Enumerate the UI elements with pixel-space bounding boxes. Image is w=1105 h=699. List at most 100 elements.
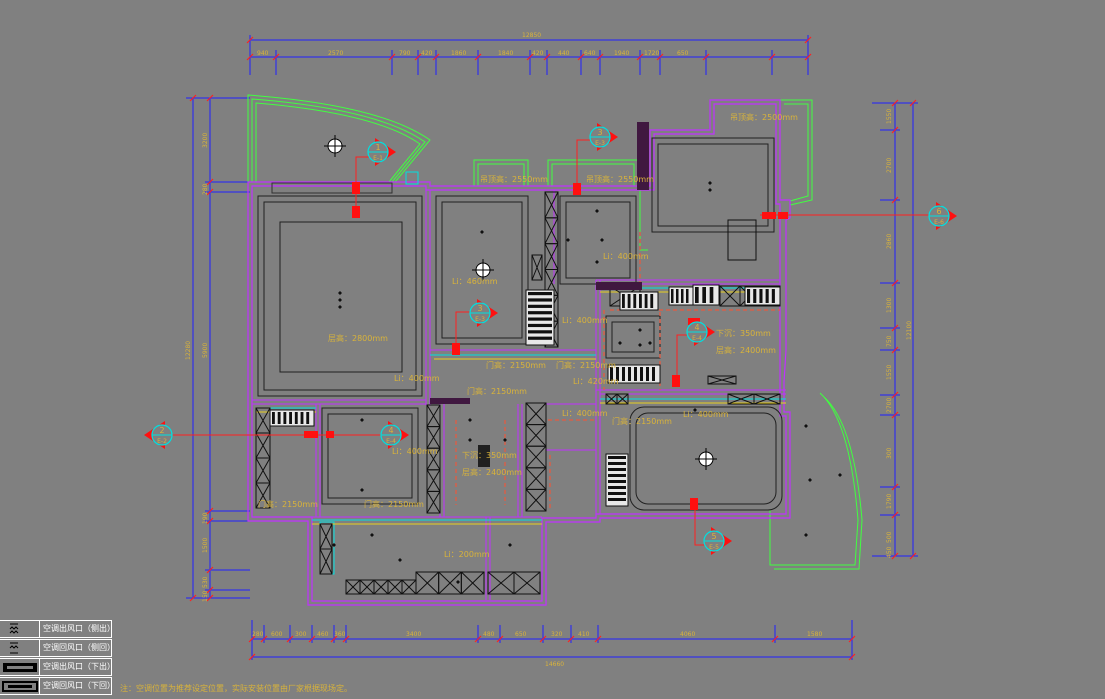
top-segment-dim: 420	[532, 50, 544, 57]
left-segment-dim: 5900	[202, 343, 209, 358]
spotlight	[468, 438, 472, 442]
spotlight	[566, 238, 570, 242]
left-segment-dim: 530	[202, 576, 209, 588]
vent-down-supply-icon	[0, 659, 40, 676]
top-segment-dim: 1840	[498, 50, 513, 57]
top-dimension-ticks	[246, 36, 812, 61]
right-segment-dim: 1300	[886, 298, 893, 313]
lbl-down-1: 下沉：350mm	[716, 329, 771, 338]
svg-text:1: 1	[375, 143, 380, 152]
spotlight	[332, 543, 336, 547]
svg-text:6: 6	[936, 207, 941, 216]
cabinet	[531, 254, 543, 281]
spotlight	[338, 298, 342, 302]
top-segment-dim: 640	[584, 50, 596, 57]
bottom-segment-dim: 1580	[807, 631, 822, 638]
lbl-li-7: Li：400mm	[392, 447, 438, 456]
svg-text:4: 4	[694, 323, 699, 332]
svg-text:E-5: E-5	[709, 544, 719, 551]
spotlight	[618, 341, 622, 345]
lbl-li-8: Li：400mm	[683, 410, 729, 419]
vent-down-return-icon	[0, 678, 40, 695]
section-callout: 3E-3	[469, 299, 498, 327]
section-callout: 4E-4	[686, 318, 715, 346]
right-segment-dim: 1550	[886, 109, 893, 124]
air-vent	[525, 289, 555, 346]
lbl-door-3: 门高：2150mm	[467, 386, 527, 396]
svg-text:3: 3	[477, 304, 482, 313]
svg-text:E-6: E-6	[934, 219, 944, 226]
left-segment-dim: 1500	[202, 538, 209, 553]
bottom-segment-dim: 460	[317, 631, 329, 638]
cabinet	[707, 375, 737, 385]
svg-text:E-4: E-4	[386, 438, 396, 445]
right-segment-dim: 450	[886, 546, 893, 558]
right-segment-dim: 750	[886, 335, 893, 347]
top-segment-dim: 1940	[614, 50, 629, 57]
top-segment-dim: 650	[677, 50, 689, 57]
left-dimension-chain	[186, 97, 250, 599]
outer-walls	[247, 99, 791, 606]
lbl-h-1: 层高：2400mm	[716, 345, 776, 355]
spotlight	[595, 260, 599, 264]
air-vent	[668, 286, 694, 306]
legend-text: 空调出风口（侧出）	[43, 624, 115, 633]
footnote: 注：空调位置为推荐设定位置，实际安装位置由厂家根据现场定。	[120, 684, 352, 693]
beam-2	[430, 398, 470, 404]
cabinets	[255, 191, 781, 595]
lbl-door-1: 门高：2150mm	[486, 360, 546, 370]
svg-text:2: 2	[159, 426, 164, 435]
left-segment-dim: 3200	[202, 133, 209, 148]
left-total-dim: 12280	[185, 341, 192, 360]
left-dimension-ticks	[189, 94, 214, 602]
bottom-segment-dim: 3400	[406, 631, 421, 638]
right-segment-dim: 2860	[886, 234, 893, 249]
svg-text:E-4: E-4	[692, 335, 702, 342]
top-dimension-chain	[249, 35, 809, 75]
cabinet	[605, 393, 629, 405]
spotlight	[838, 473, 842, 477]
top-segment-dim: 790	[399, 50, 411, 57]
spotlight	[804, 533, 808, 537]
right-dimension-ticks	[891, 99, 917, 560]
ceiling-lights	[324, 135, 842, 584]
cabinet	[727, 393, 781, 405]
section-callout: 1E-1	[367, 138, 396, 166]
top-segment-dim: 1720	[644, 50, 659, 57]
ceiling-light	[324, 135, 346, 157]
appliance	[727, 219, 757, 261]
cabinet	[345, 579, 417, 595]
spotlight	[456, 580, 460, 584]
right-total-dim: 12100	[906, 321, 913, 340]
right-segment-dim: 1550	[886, 365, 893, 380]
spotlight	[398, 558, 402, 562]
lbl-li-6: Li：200mm	[444, 550, 490, 559]
air-vent	[619, 291, 659, 311]
bottom-segment-dim: 410	[578, 631, 590, 638]
section-callout: 5E-5	[703, 527, 732, 555]
bottom-total-dim: 14660	[545, 661, 564, 668]
svg-text:E-3: E-3	[595, 140, 605, 147]
ceiling-light	[472, 259, 494, 281]
svg-text:3: 3	[597, 128, 602, 137]
beam	[596, 282, 642, 290]
left-segment-dim: 190	[202, 512, 209, 524]
spotlight	[648, 341, 652, 345]
section-callout: 3E-3	[589, 123, 618, 151]
air-vent	[692, 284, 720, 306]
lbl-li-3: Li：400mm	[562, 316, 608, 325]
lbl-ceiling-h-2: 吊顶高：2550mm	[586, 174, 654, 184]
left-segment-dim: 150	[202, 590, 209, 602]
svg-text:E-3: E-3	[475, 316, 485, 323]
bottom-segment-dim: 360	[334, 631, 346, 638]
legend-text: 空调出风口（下出）	[43, 662, 115, 671]
bottom-segment-dim: 480	[483, 631, 495, 638]
spotlight	[600, 238, 604, 242]
top-segment-dim: 1860	[451, 50, 466, 57]
spotlight	[503, 438, 507, 442]
appliance	[478, 445, 490, 467]
